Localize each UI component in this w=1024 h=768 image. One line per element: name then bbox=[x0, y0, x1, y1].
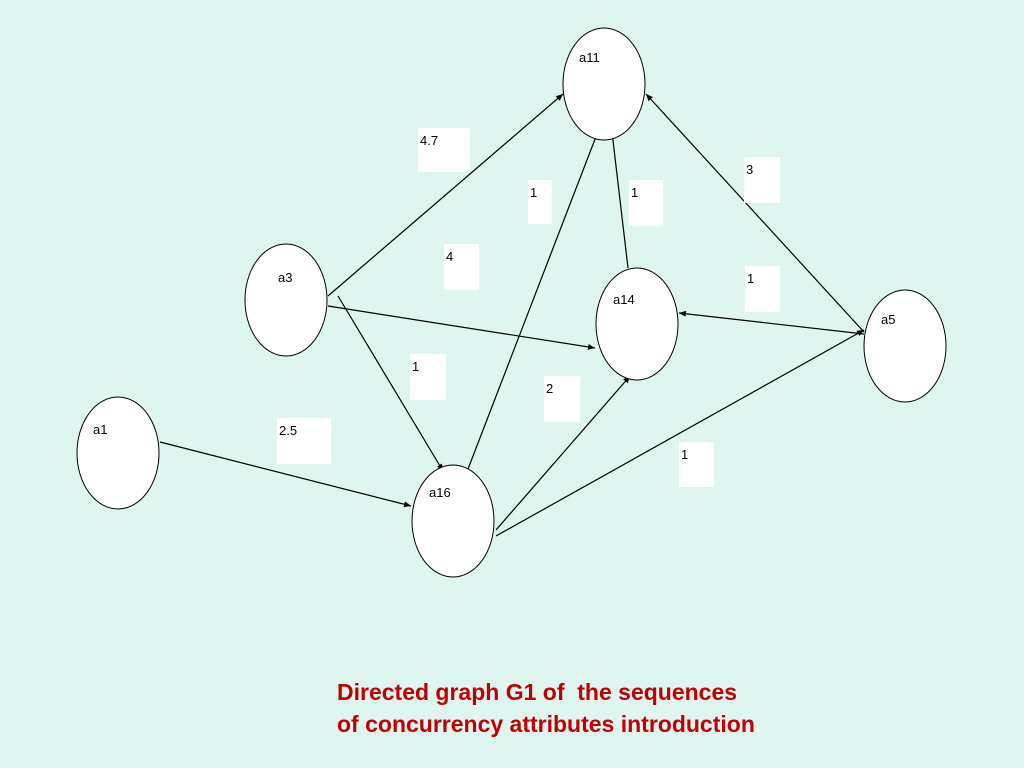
graph-caption: Directed graph G1 of the sequences of co… bbox=[337, 676, 897, 740]
node-ellipse-a3 bbox=[244, 243, 328, 357]
node-label-a16: a16 bbox=[429, 485, 451, 500]
edge-weight-box-a14-to-a11 bbox=[629, 180, 663, 226]
node-a14: a14 bbox=[595, 267, 679, 381]
edge-a16-to-a14 bbox=[495, 375, 631, 531]
edge-weight-box-a3-to-a11 bbox=[418, 128, 470, 172]
edge-weight-a3-to-a16: 1 bbox=[412, 359, 419, 374]
node-label-a3: a3 bbox=[278, 270, 292, 285]
node-label-a5: a5 bbox=[881, 312, 895, 327]
caption-line-1: Directed graph G1 of the sequences bbox=[337, 679, 738, 705]
node-label-a1: a1 bbox=[93, 422, 107, 437]
edge-weight-a11-to-a16: 1 bbox=[530, 185, 537, 200]
edge-a5-to-a14 bbox=[678, 310, 865, 335]
edge-weight-a3-to-a11: 4.7 bbox=[420, 133, 438, 148]
edge-a3-to-a16 bbox=[337, 295, 444, 472]
edge-weight-a5-to-a11: 3 bbox=[746, 162, 753, 177]
node-ellipse-a16 bbox=[411, 464, 495, 578]
edge-weight-box-a1-to-a16 bbox=[277, 418, 331, 464]
node-ellipse-a1 bbox=[76, 396, 160, 510]
node-a11: a11 bbox=[562, 27, 646, 141]
edge-weight-box-a3-to-a16 bbox=[410, 354, 446, 400]
edge-weight-a16-to-a14: 2 bbox=[546, 381, 553, 396]
node-label-a11: a11 bbox=[579, 50, 600, 65]
edge-weight-box-a16-to-a5 bbox=[679, 442, 714, 487]
node-a5: a5 bbox=[863, 289, 947, 403]
edge-weight-a3-to-a14: 4 bbox=[446, 249, 453, 264]
edge-weight-a5-to-a14: 1 bbox=[747, 271, 754, 286]
edge-a5-to-a11 bbox=[645, 93, 865, 333]
edge-weight-box-a11-to-a16 bbox=[528, 180, 552, 224]
edge-weight-a1-to-a16: 2.5 bbox=[279, 423, 297, 438]
edge-weight-box-a5-to-a14 bbox=[745, 266, 780, 312]
edge-weight-box-a5-to-a11 bbox=[744, 157, 780, 203]
edge-a11-to-a16 bbox=[462, 133, 598, 483]
caption-line-2: of concurrency attributes introduction bbox=[337, 711, 755, 737]
edge-weight-box-a16-to-a14 bbox=[544, 376, 580, 422]
edge-a1-to-a16 bbox=[159, 441, 412, 508]
node-a16: a16 bbox=[411, 464, 495, 578]
edge-weight-box-a3-to-a14 bbox=[444, 244, 479, 290]
node-label-a14: a14 bbox=[613, 292, 635, 307]
edge-a3-to-a14 bbox=[327, 305, 596, 350]
edge-a16-to-a5 bbox=[495, 329, 865, 537]
edge-weight-a14-to-a11: 1 bbox=[631, 185, 638, 200]
node-a1: a1 bbox=[76, 396, 160, 510]
edge-weight-a16-to-a5: 1 bbox=[681, 447, 688, 462]
node-ellipse-a5 bbox=[863, 289, 947, 403]
node-ellipse-a11 bbox=[562, 27, 646, 141]
node-ellipse-a14 bbox=[595, 267, 679, 381]
edge-a14-to-a11 bbox=[609, 131, 629, 269]
node-a3: a3 bbox=[244, 243, 328, 357]
edge-a3-to-a11 bbox=[327, 93, 564, 297]
